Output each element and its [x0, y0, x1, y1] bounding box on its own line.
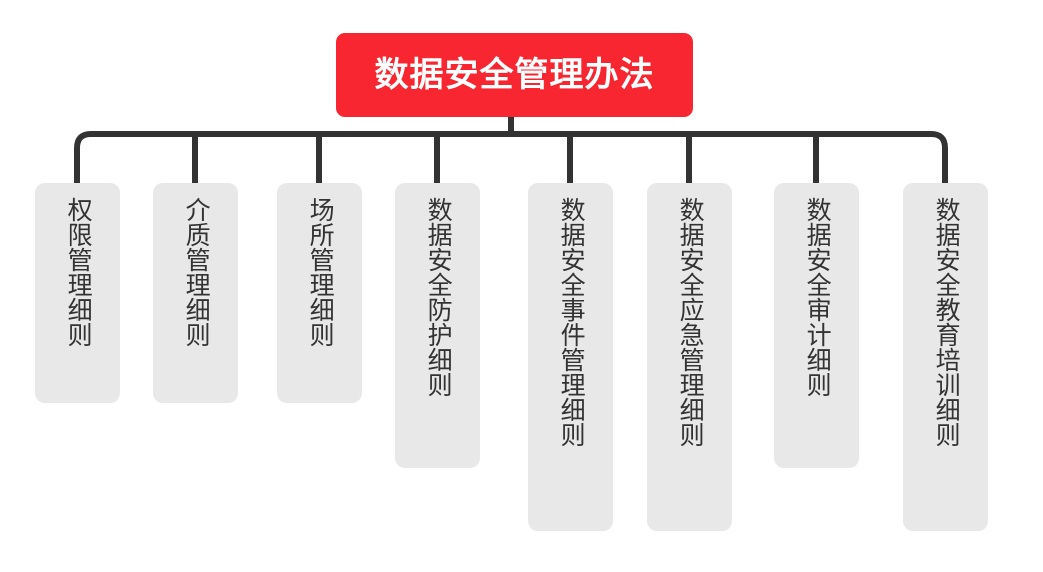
child-node-6-label: 数据安全应急管理细则 [676, 197, 705, 447]
child-node-1-label: 权限管理细则 [64, 197, 93, 347]
root-node[interactable]: 数据安全管理办法 [336, 33, 693, 117]
child-node-4-label: 数据安全防护细则 [424, 197, 453, 397]
child-node-6[interactable]: 数据安全应急管理细则 [647, 183, 732, 531]
child-node-5[interactable]: 数据安全事件管理细则 [528, 183, 613, 531]
child-node-8[interactable]: 数据安全教育培训细则 [903, 183, 988, 531]
child-node-3-label: 场所管理细则 [306, 197, 335, 347]
child-node-1[interactable]: 权限管理细则 [35, 183, 120, 403]
child-node-8-label: 数据安全教育培训细则 [932, 197, 961, 447]
child-node-7[interactable]: 数据安全审计细则 [774, 183, 859, 468]
child-node-2[interactable]: 介质管理细则 [153, 183, 238, 403]
root-node-label: 数据安全管理办法 [374, 56, 655, 94]
child-node-7-label: 数据安全审计细则 [803, 197, 832, 397]
child-node-4[interactable]: 数据安全防护细则 [395, 183, 480, 468]
child-node-3[interactable]: 场所管理细则 [277, 183, 362, 403]
child-node-2-label: 介质管理细则 [182, 197, 211, 347]
child-node-5-label: 数据安全事件管理细则 [557, 197, 586, 447]
